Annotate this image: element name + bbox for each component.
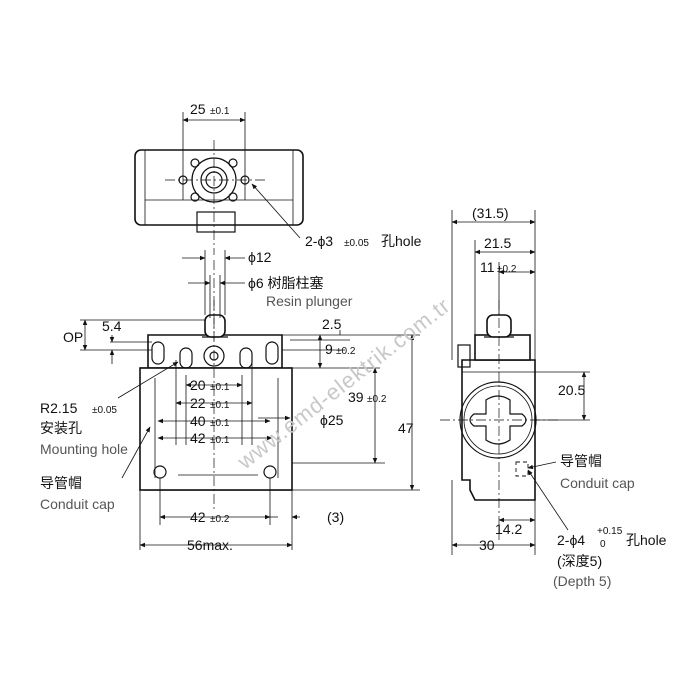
dim-11-tol: ±0.2 <box>497 264 517 275</box>
dim-22-label: 22 <box>190 395 206 411</box>
side-view: (31.5) 21.5 11 ±0.2 20.5 导管帽 Conduit cap… <box>440 205 667 589</box>
dim-47-label: 47 <box>398 420 414 436</box>
side-hole-prefix: 2-ϕ4 <box>557 532 585 548</box>
dim-2-5-label: 2.5 <box>322 316 342 332</box>
side-hole-sub: 0 <box>600 539 606 550</box>
dim-42-inner-tol: ±0.1 <box>210 435 230 446</box>
side-head <box>474 334 531 361</box>
conduit-cap-cn: 导管帽 <box>40 475 82 491</box>
dim-40-label: 40 <box>190 413 206 429</box>
r215-tol: ±0.05 <box>92 405 117 416</box>
top-view-boss <box>196 211 236 233</box>
side-conduit-cn: 导管帽 <box>560 453 602 469</box>
side-body <box>461 359 536 501</box>
op-label: OP <box>63 329 83 345</box>
dim-20-label: 20 <box>190 377 206 393</box>
dim-22-tol: ±0.1 <box>210 400 230 411</box>
dim-25-tol: ±0.1 <box>210 106 230 117</box>
dim-30-label: 30 <box>479 537 495 553</box>
top-view-body <box>134 149 304 226</box>
dim-21-5-label: 21.5 <box>484 235 511 251</box>
resin-plunger-label: Resin plunger <box>266 293 353 309</box>
dim-56-label: 56max. <box>187 537 233 553</box>
dim-11-label: 11 <box>480 259 495 275</box>
dim-42-bottom-label: 42 <box>190 509 206 525</box>
front-flange <box>147 334 283 369</box>
dim-40-tol: ±0.1 <box>210 418 230 429</box>
dim-5-4-label: 5.4 <box>102 318 122 334</box>
front-plunger <box>204 314 226 338</box>
dim-20-5-label: 20.5 <box>558 382 585 398</box>
top-hole-tol: ±0.05 <box>344 238 369 249</box>
dim-9-tol: ±0.2 <box>336 346 356 357</box>
mounting-hole-cn: 安装孔 <box>40 420 82 436</box>
dim-42-inner-label: 42 <box>190 430 206 446</box>
slot-left-inner <box>179 347 193 369</box>
phi25-label: ϕ25 <box>320 412 344 428</box>
side-hole-sup: +0.15 <box>597 526 623 537</box>
side-depth-en: (Depth 5) <box>553 573 611 589</box>
dim-20-tol: ±0.1 <box>210 382 230 393</box>
side-depth-cn: (深度5) <box>557 553 602 569</box>
dim-14-2-label: 14.2 <box>495 521 522 537</box>
side-cam-cross <box>469 395 527 445</box>
phi6-label: ϕ6 树脂柱塞 <box>248 275 324 291</box>
dim-31-5-label: (31.5) <box>472 205 509 221</box>
side-conduit-hole <box>515 461 529 477</box>
conduit-cap-en: Conduit cap <box>40 496 115 512</box>
mounting-hole-en: Mounting hole <box>40 441 128 457</box>
dim-39-tol: ±0.2 <box>367 394 387 405</box>
side-conduit-en: Conduit cap <box>560 475 635 491</box>
top-view: 25 ±0.1 2-ϕ3 ±0.05 孔hole <box>134 101 422 255</box>
dim-42-bottom-tol: ±0.2 <box>210 514 230 525</box>
dim-9-label: 9 <box>325 341 333 357</box>
slot-left-outer <box>151 341 165 365</box>
slot-right-inner <box>239 347 253 369</box>
slot-right-outer <box>265 341 279 365</box>
dim-25-label: 25 <box>190 101 206 117</box>
phi12-label: ϕ12 <box>248 249 272 265</box>
front-view: ϕ12 ϕ6 树脂柱塞 Resin plunger OP 5.4 2.5 9 ±… <box>40 249 420 553</box>
dim-39-label: 39 <box>348 389 364 405</box>
r215-label: R2.15 <box>40 400 78 416</box>
dim-3-label: (3) <box>327 509 344 525</box>
side-hole-suffix: 孔hole <box>626 532 667 548</box>
top-hole-suffix: 孔hole <box>381 233 422 249</box>
top-hole-callout: 2-ϕ3 <box>305 233 333 249</box>
